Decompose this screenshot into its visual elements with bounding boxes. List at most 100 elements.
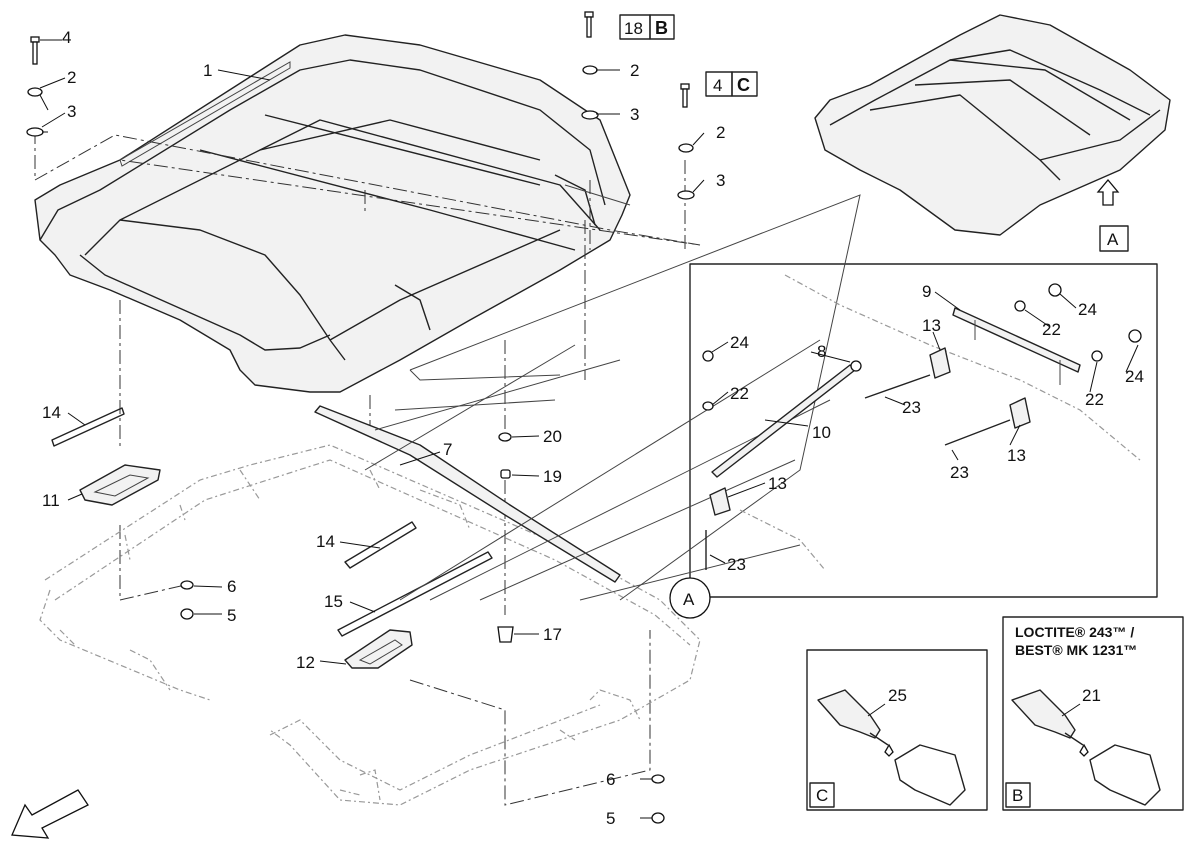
callout-22-left: 22 xyxy=(730,384,749,403)
adhesive-bottle-c-icon xyxy=(817,689,881,739)
callout-24-top: 24 xyxy=(1078,300,1097,319)
callout-25: 25 xyxy=(888,686,907,705)
bolt-18 xyxy=(584,11,594,18)
washer-20 xyxy=(498,432,512,442)
callout-13-b: 13 xyxy=(1007,446,1026,465)
hand-c-icon xyxy=(894,744,966,806)
panel-c: C 25 xyxy=(806,649,988,811)
washer-3-left xyxy=(26,127,44,137)
nut-6-bottom xyxy=(651,774,665,784)
loctite-line-1: LOCTITE® 243™ / xyxy=(1015,624,1134,640)
nut-5-left xyxy=(180,608,194,620)
callout-17: 17 xyxy=(543,625,562,644)
panel-c-label: C xyxy=(816,786,828,805)
bolt-23-a xyxy=(864,374,931,399)
callout-4-left: 4 xyxy=(62,28,71,47)
callout-3-mid: 3 xyxy=(630,105,639,124)
callout-6-bottom: 6 xyxy=(606,770,615,789)
nut-24-top xyxy=(1048,283,1062,297)
adhesive-bottle-b-icon xyxy=(1011,689,1076,739)
clamp-13-b xyxy=(1009,397,1031,429)
roof-panel xyxy=(34,34,631,393)
ref-letter-c: C xyxy=(737,75,750,95)
callout-19: 19 xyxy=(543,467,562,486)
nut-6-left xyxy=(180,580,194,590)
detail-a-circle: A xyxy=(669,577,711,619)
ref-letter-b: B xyxy=(655,18,668,38)
clamp-13-c xyxy=(709,487,731,516)
callout-23-a: 23 xyxy=(902,398,921,417)
ref-box-4-c: 4 C xyxy=(705,71,758,97)
callout-14-left: 14 xyxy=(42,403,61,422)
nut-5-bottom xyxy=(651,812,665,824)
nut-24-right xyxy=(1128,329,1142,343)
washer-2-mid xyxy=(582,65,598,75)
strip-7 xyxy=(314,405,621,583)
callout-2-left: 2 xyxy=(67,68,76,87)
nut-24-left xyxy=(702,350,714,362)
bar-9 xyxy=(952,307,1081,373)
strip-14-left xyxy=(51,407,125,447)
callout-3-left: 3 xyxy=(67,102,76,121)
direction-arrow-icon xyxy=(11,789,89,839)
callout-10: 10 xyxy=(812,423,831,442)
callout-9: 9 xyxy=(922,282,931,301)
callout-22-top: 22 xyxy=(1042,320,1061,339)
loctite-line-2: BEST® MK 1231™ xyxy=(1015,642,1137,658)
ref-qty-18: 18 xyxy=(624,19,643,38)
bolt-23-b xyxy=(944,419,1011,446)
callout-12: 12 xyxy=(296,653,315,672)
callout-13-c: 13 xyxy=(768,474,787,493)
bolt-4-left xyxy=(30,36,40,65)
callout-3-right: 3 xyxy=(716,171,725,190)
leader-lines xyxy=(39,39,1139,819)
washer-22-left xyxy=(702,401,714,411)
callout-23-b: 23 xyxy=(950,463,969,482)
callout-14-center: 14 xyxy=(316,532,335,551)
plug-17 xyxy=(497,626,514,643)
callout-8: 8 xyxy=(817,342,826,361)
strip-14-center xyxy=(344,521,417,569)
callout-11: 11 xyxy=(42,491,60,510)
callout-13-a: 13 xyxy=(922,316,941,335)
callout-24-right: 24 xyxy=(1125,367,1144,386)
callout-2-right: 2 xyxy=(716,123,725,142)
callout-1: 1 xyxy=(203,61,212,80)
washer-22-top xyxy=(1014,300,1026,312)
bracket-11 xyxy=(79,464,161,506)
washer-22-right xyxy=(1091,350,1103,362)
view-a-box: A xyxy=(1099,225,1129,252)
callout-5-left: 5 xyxy=(227,606,236,625)
nut-8 xyxy=(850,360,862,372)
bolt-4-right xyxy=(680,83,690,90)
view-a-label: A xyxy=(1107,230,1119,249)
callout-2-mid: 2 xyxy=(630,61,639,80)
panel-b: LOCTITE® 243™ / BEST® MK 1231™ B 21 xyxy=(1002,616,1184,811)
ref-box-18-b: 18 B xyxy=(619,14,675,40)
detail-a-frame xyxy=(689,263,1158,598)
callout-21: 21 xyxy=(1082,686,1101,705)
cab-frame xyxy=(39,444,701,806)
view-arrow-icon xyxy=(1096,178,1120,206)
callout-15: 15 xyxy=(324,592,343,611)
rod-10 xyxy=(711,364,856,478)
ref-qty-4: 4 xyxy=(713,76,722,95)
clamp-13-a xyxy=(929,347,951,379)
panel-b-label: B xyxy=(1012,786,1023,805)
callout-7: 7 xyxy=(443,440,452,459)
callout-5-bottom: 5 xyxy=(606,809,615,828)
clip-19 xyxy=(500,469,511,479)
strip-15 xyxy=(337,551,493,637)
washer-2-left xyxy=(27,87,43,97)
roof-assembled-view xyxy=(814,14,1171,236)
detail-a-label: A xyxy=(683,590,695,609)
hand-b-icon xyxy=(1089,744,1161,806)
callout-6-left: 6 xyxy=(227,577,236,596)
callout-22-right: 22 xyxy=(1085,390,1104,409)
washer-2-right xyxy=(678,143,694,153)
washer-3-mid xyxy=(581,110,599,120)
washer-3-right xyxy=(677,190,695,200)
callout-20: 20 xyxy=(543,427,562,446)
